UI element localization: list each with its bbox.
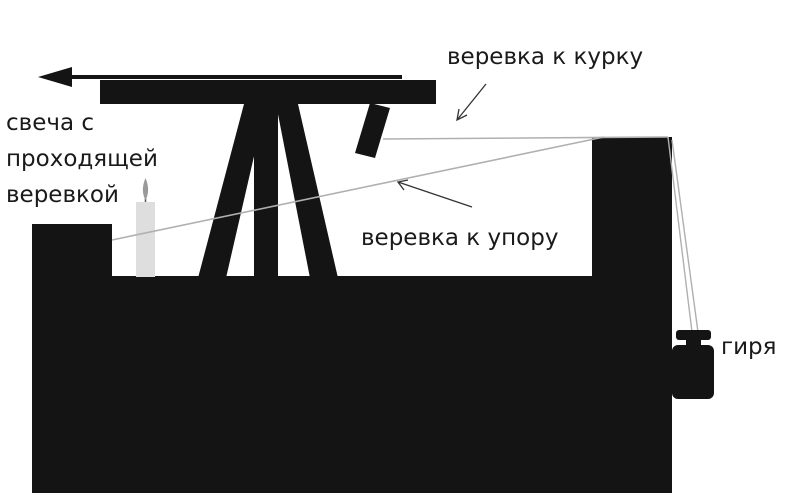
rope-to-weight-a: [667, 136, 693, 333]
crossbow-barrel: [100, 80, 436, 104]
label-candle-line-1: свеча с: [6, 110, 94, 136]
rope-to-weight-b: [671, 139, 699, 333]
pointer-stop: [396, 179, 473, 208]
label-weight: гиря: [721, 334, 776, 360]
rope-to-trigger: [382, 136, 669, 140]
candle-icon: [136, 178, 155, 277]
label-candle-line-2: проходящей: [6, 146, 158, 172]
arrow-left-icon: [38, 67, 72, 87]
trigger-lever: [355, 103, 390, 158]
tripod-stand: [198, 104, 338, 278]
label-stop-rope: веревка к упору: [361, 225, 558, 251]
base-block: [32, 137, 672, 493]
label-candle-line-3: веревкой: [6, 182, 119, 208]
rope-to-stop: [111, 136, 605, 241]
label-trigger-rope: веревка к курку: [447, 44, 643, 70]
pointer-trigger: [456, 83, 487, 122]
kettlebell-icon: [672, 330, 714, 399]
